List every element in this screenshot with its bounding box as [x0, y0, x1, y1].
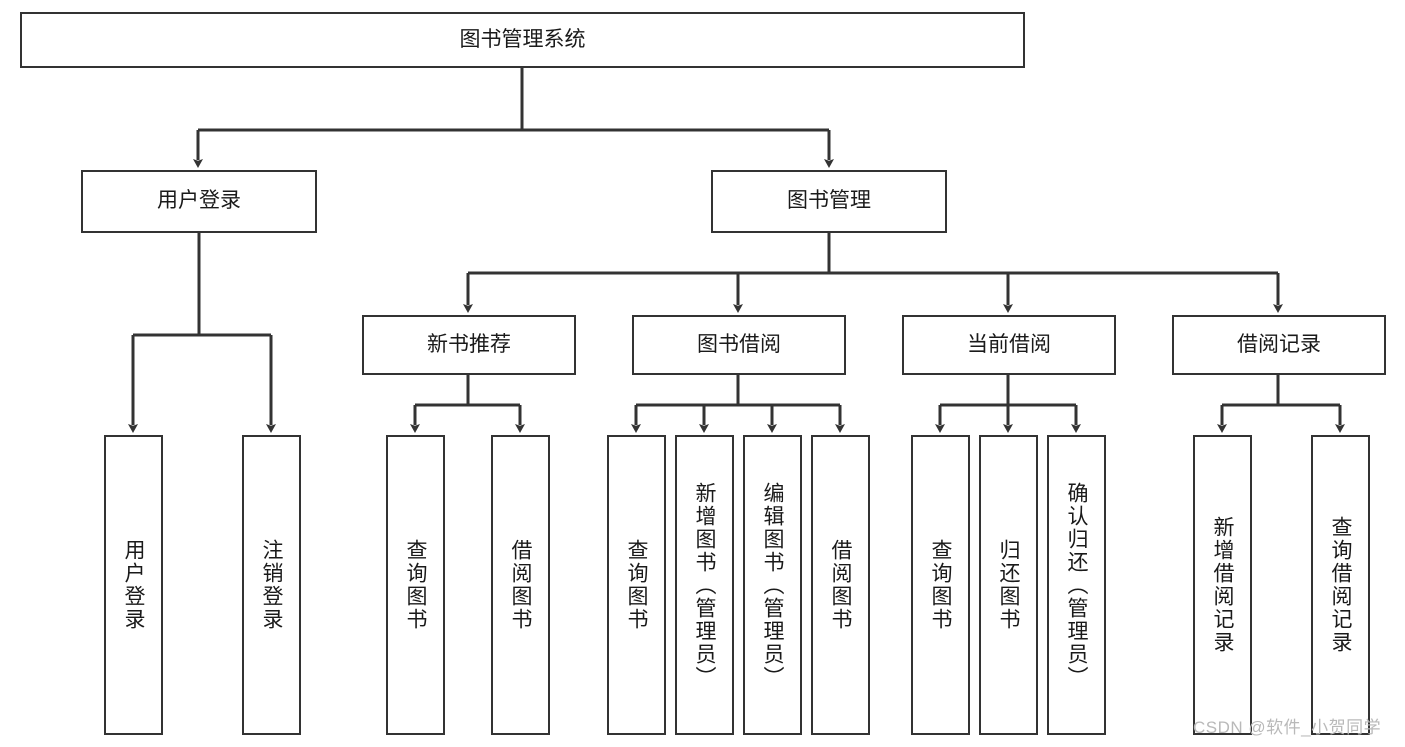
leaf-borrow-add-book-label: 新增图书（管理员）: [693, 481, 716, 689]
node-new-book-recommend-label: 新书推荐: [427, 332, 511, 356]
node-current-borrow-label: 当前借阅: [967, 332, 1051, 356]
node-borrow-records-label: 借阅记录: [1237, 332, 1321, 356]
node-current-borrow[interactable]: 当前借阅: [902, 315, 1116, 375]
leaf-borrow-add-book[interactable]: 新增图书（管理员）: [675, 435, 734, 735]
leaf-borrow-query-book[interactable]: 查询图书: [607, 435, 666, 735]
leaf-new-books-borrow-book-label: 借阅图书: [509, 539, 532, 631]
leaf-borrow-edit-book[interactable]: 编辑图书（管理员）: [743, 435, 802, 735]
leaf-borrow-query-book-label: 查询图书: [625, 539, 648, 631]
leaf-records-add-record[interactable]: 新增借阅记录: [1193, 435, 1252, 735]
leaf-new-books-query-book-label: 查询图书: [404, 539, 427, 631]
leaf-logout-label: 注销登录: [260, 539, 283, 631]
leaf-borrow-edit-book-label: 编辑图书（管理员）: [761, 481, 784, 689]
leaf-current-return-book-label: 归还图书: [997, 539, 1020, 631]
node-book-borrow-label: 图书借阅: [697, 332, 781, 356]
leaf-logout[interactable]: 注销登录: [242, 435, 301, 735]
node-book-management-label: 图书管理: [787, 189, 871, 213]
leaf-borrow-borrow-book[interactable]: 借阅图书: [811, 435, 870, 735]
leaf-user-login[interactable]: 用户登录: [104, 435, 163, 735]
node-book-management[interactable]: 图书管理: [711, 170, 947, 233]
leaf-current-return-book[interactable]: 归还图书: [979, 435, 1038, 735]
leaf-new-books-borrow-book[interactable]: 借阅图书: [491, 435, 550, 735]
leaf-records-query-record-label: 查询借阅记录: [1329, 516, 1352, 654]
leaf-records-add-record-label: 新增借阅记录: [1211, 516, 1234, 654]
leaf-user-login-label: 用户登录: [122, 539, 145, 631]
leaf-current-query-book-label: 查询图书: [929, 539, 952, 631]
node-borrow-records[interactable]: 借阅记录: [1172, 315, 1386, 375]
node-root[interactable]: 图书管理系统: [20, 12, 1025, 68]
node-root-label: 图书管理系统: [459, 27, 586, 51]
node-user-login-label: 用户登录: [157, 189, 241, 213]
leaf-current-confirm-return[interactable]: 确认归还（管理员）: [1047, 435, 1106, 735]
leaf-borrow-borrow-book-label: 借阅图书: [829, 539, 852, 631]
node-new-book-recommend[interactable]: 新书推荐: [362, 315, 576, 375]
leaf-records-query-record[interactable]: 查询借阅记录: [1311, 435, 1370, 735]
node-book-borrow[interactable]: 图书借阅: [632, 315, 846, 375]
node-user-login[interactable]: 用户登录: [81, 170, 317, 233]
leaf-current-query-book[interactable]: 查询图书: [911, 435, 970, 735]
leaf-new-books-query-book[interactable]: 查询图书: [386, 435, 445, 735]
leaf-current-confirm-return-label: 确认归还（管理员）: [1065, 481, 1088, 689]
